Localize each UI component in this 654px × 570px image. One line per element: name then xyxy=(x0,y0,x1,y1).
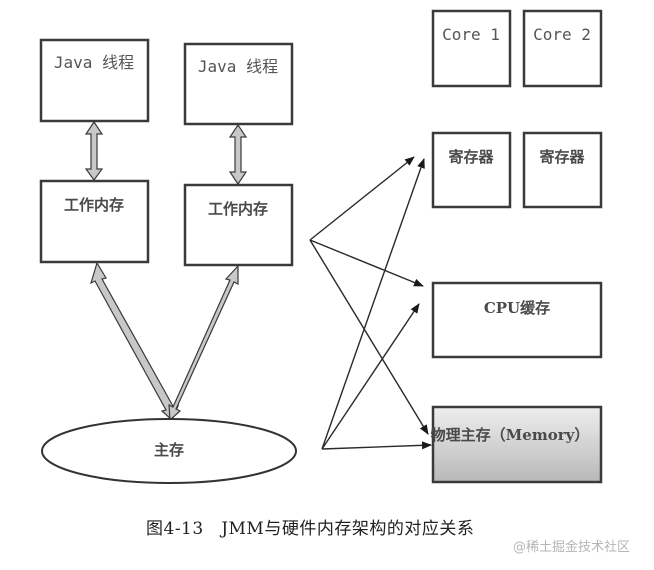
main-memory-label: 主存 xyxy=(154,441,184,459)
register-box-2: 寄存器 xyxy=(522,131,603,209)
working-memory-box-1: 工作内存 xyxy=(39,179,150,264)
core-label-2: Core 2 xyxy=(533,25,591,44)
register-box-1: 寄存器 xyxy=(431,131,512,209)
arrow-workmem-to-physical-memory xyxy=(309,239,429,435)
java-thread-label-1: Java 线程 xyxy=(54,53,134,72)
working-memory-label-2: 工作内存 xyxy=(208,200,268,218)
core-label-1: Core 1 xyxy=(442,25,500,44)
working-memory-box-2: 工作内存 xyxy=(183,183,294,267)
arrow-main-to-cpu-cache xyxy=(321,303,420,450)
register-label-1: 寄存器 xyxy=(448,148,494,166)
main-memory-ellipse: 主存 xyxy=(41,418,297,484)
core-box-2: Core 2 xyxy=(522,9,603,88)
watermark: @稀土掘金技术社区 xyxy=(513,540,631,555)
java-thread-label-2: Java 线程 xyxy=(198,57,278,76)
java-thread-box-2: Java 线程 xyxy=(183,42,294,126)
register-label-2: 寄存器 xyxy=(539,148,585,166)
arrow-main-to-register xyxy=(321,158,425,450)
double-arrow-workmem1-main xyxy=(90,261,180,422)
core-box-1: Core 1 xyxy=(431,9,512,88)
arrow-main-to-physical-memory xyxy=(321,441,432,450)
cpu-cache-box: CPU缓存 xyxy=(431,281,603,359)
working-memory-label-1: 工作内存 xyxy=(64,196,124,214)
arrow-workmem-to-cpu-cache xyxy=(309,239,424,287)
physical-memory-label: 物理主存（Memory） xyxy=(431,426,590,444)
double-arrow-thread-workmem-1 xyxy=(84,120,104,182)
java-thread-box-1: Java 线程 xyxy=(39,38,150,123)
physical-memory-box: 物理主存（Memory） xyxy=(431,405,603,484)
double-arrow-workmem2-main xyxy=(168,264,239,422)
figure-caption: 图4-13 JMM与硬件内存架构的对应关系 xyxy=(146,519,475,539)
arrow-workmem-to-register xyxy=(309,156,415,241)
cpu-cache-label: CPU缓存 xyxy=(484,299,550,317)
double-arrow-thread-workmem-2 xyxy=(228,123,248,186)
